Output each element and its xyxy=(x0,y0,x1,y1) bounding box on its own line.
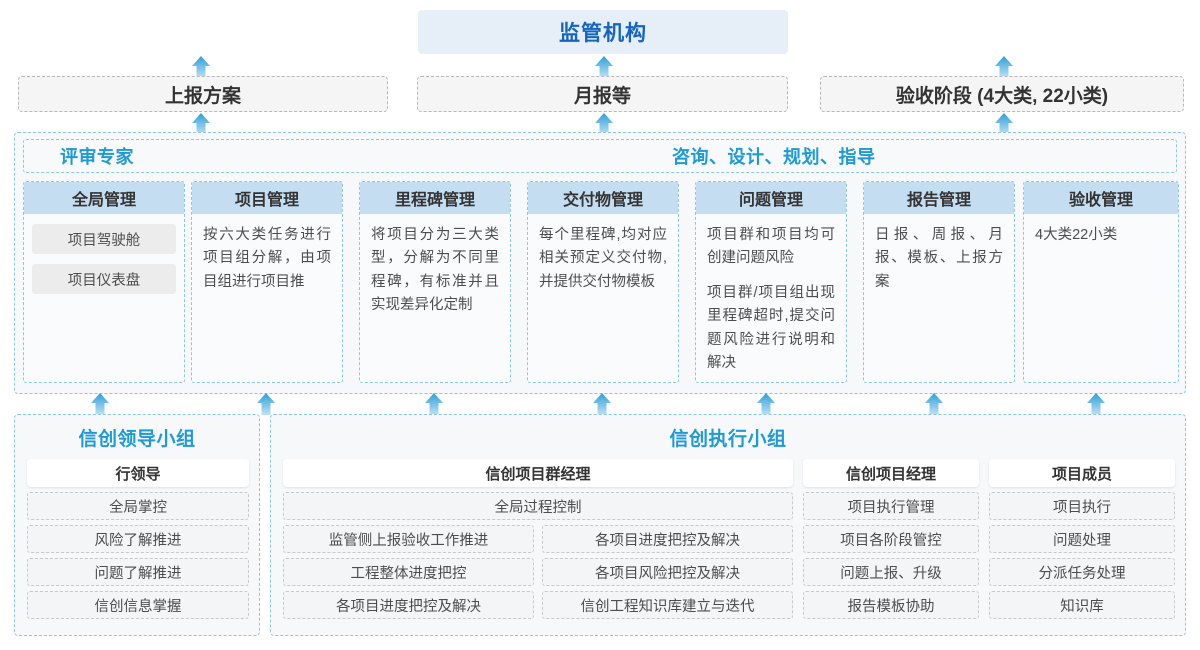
column-body: 按六大类任务进行项目组分解，由项目组进行项目推 xyxy=(192,214,342,302)
role-column-program-manager: 信创项目群经理 全局过程控制 监管侧上报验收工作推进 各项目进度把控及解决 工程… xyxy=(283,459,793,619)
task-row: 各项目进度把控及解决 信创工程知识库建立与迭代 xyxy=(283,586,793,619)
pill-item[interactable]: 项目驾驶舱 xyxy=(32,224,176,254)
role-column-project-manager: 信创项目经理 项目执行管理 项目各阶段管控 问题上报、升级 报告模板协助 xyxy=(803,459,979,619)
arrow-up-icon xyxy=(256,392,276,416)
arrow-up-icon xyxy=(90,392,110,416)
role-column-bank-leader: 行领导 全局掌控 风险了解推进 问题了解推进 信创信息掌握 xyxy=(27,459,249,619)
column-paragraph: 项目群/项目组出现里程碑超时,提交问题风险进行说明和解决 xyxy=(707,284,835,372)
task-item[interactable]: 各项目风险把控及解决 xyxy=(542,558,793,586)
task-item[interactable]: 信创工程知识库建立与迭代 xyxy=(542,591,793,619)
column-body: 4大类22小类 xyxy=(1024,214,1178,255)
task-item[interactable]: 项目执行 xyxy=(989,492,1175,520)
role-title[interactable]: 行领导 xyxy=(27,459,249,487)
column-body: 项目群和项目均可创建问题风险 项目群/项目组出现里程碑超时,提交问题风险进行说明… xyxy=(696,214,846,382)
column-title: 交付物管理 xyxy=(528,182,678,214)
column-body: 项目驾驶舱 项目仪表盘 xyxy=(24,224,184,294)
review-experts-label: 评审专家 xyxy=(60,147,134,167)
column-paragraph: 日报、周报、月报、模板、上报方案 xyxy=(875,227,1003,290)
task-item[interactable]: 信创信息掌握 xyxy=(27,591,249,619)
column-title: 全局管理 xyxy=(24,182,184,214)
management-column-global[interactable]: 全局管理 项目驾驶舱 项目仪表盘 xyxy=(23,181,185,383)
arrow-up-icon xyxy=(424,392,444,416)
leadership-group-title: 信创领导小组 xyxy=(78,429,196,450)
column-body: 将项目分为三大类型，分解为不同里程碑，有标准并且实现差异化定制 xyxy=(360,214,510,326)
task-row: 监管侧上报验收工作推进 各项目进度把控及解决 xyxy=(283,520,793,553)
role-title[interactable]: 信创项目群经理 xyxy=(283,459,793,487)
report-box-plan[interactable]: 上报方案 xyxy=(18,76,388,112)
column-title: 验收管理 xyxy=(1024,182,1178,214)
report-box-monthly[interactable]: 月报等 xyxy=(417,76,788,112)
task-item[interactable]: 项目各阶段管控 xyxy=(803,525,979,553)
task-item[interactable]: 问题了解推进 xyxy=(27,558,249,586)
report-box-acceptance[interactable]: 验收阶段 (4大类, 22小类) xyxy=(820,76,1184,112)
task-item[interactable]: 全局过程控制 xyxy=(283,492,793,520)
consulting-label: 咨询、设计、规划、指导 xyxy=(672,147,876,167)
management-column-issue[interactable]: 问题管理 项目群和项目均可创建问题风险 项目群/项目组出现里程碑超时,提交问题风… xyxy=(695,181,847,383)
task-item[interactable]: 全局掌控 xyxy=(27,492,249,520)
management-panel: 评审专家 咨询、设计、规划、指导 全局管理 项目驾驶舱 项目仪表盘 项目管理 按… xyxy=(14,132,1186,394)
role-column-project-member: 项目成员 项目执行 问题处理 分派任务处理 知识库 xyxy=(989,459,1175,619)
column-title: 问题管理 xyxy=(696,182,846,214)
leadership-group-panel: 信创领导小组 行领导 全局掌控 风险了解推进 问题了解推进 信创信息掌握 xyxy=(14,414,260,636)
pill-item[interactable]: 项目仪表盘 xyxy=(32,264,176,294)
arrow-up-icon xyxy=(924,392,944,416)
management-column-acceptance[interactable]: 验收管理 4大类22小类 xyxy=(1023,181,1179,383)
column-paragraph: 将项目分为三大类型，分解为不同里程碑，有标准并且实现差异化定制 xyxy=(371,227,499,314)
column-body: 日报、周报、月报、模板、上报方案 xyxy=(864,214,1014,302)
management-column-project[interactable]: 项目管理 按六大类任务进行项目组分解，由项目组进行项目推 xyxy=(191,181,343,383)
task-item[interactable]: 问题处理 xyxy=(989,525,1175,553)
arrow-up-icon xyxy=(592,392,612,416)
arrow-up-icon xyxy=(1086,392,1106,416)
management-column-deliverable[interactable]: 交付物管理 每个里程碑,均对应相关预定义交付物,并提供交付物模板 xyxy=(527,181,679,383)
task-item[interactable]: 各项目进度把控及解决 xyxy=(542,525,793,553)
task-item[interactable]: 风险了解推进 xyxy=(27,525,249,553)
task-item[interactable]: 分派任务处理 xyxy=(989,558,1175,586)
task-item[interactable]: 各项目进度把控及解决 xyxy=(283,591,534,619)
column-title: 报告管理 xyxy=(864,182,1014,214)
management-column-report[interactable]: 报告管理 日报、周报、月报、模板、上报方案 xyxy=(863,181,1015,383)
management-column-milestone[interactable]: 里程碑管理 将项目分为三大类型，分解为不同里程碑，有标准并且实现差异化定制 xyxy=(359,181,511,383)
role-title[interactable]: 项目成员 xyxy=(989,459,1175,487)
task-item[interactable]: 报告模板协助 xyxy=(803,591,979,619)
column-paragraph: 项目群和项目均可创建问题风险 xyxy=(707,227,835,267)
role-title[interactable]: 信创项目经理 xyxy=(803,459,979,487)
arrow-up-icon xyxy=(756,392,776,416)
task-item[interactable]: 工程整体进度把控 xyxy=(283,558,534,586)
execution-group-panel: 信创执行小组 信创项目群经理 全局过程控制 监管侧上报验收工作推进 各项目进度把… xyxy=(270,414,1186,636)
column-body: 每个里程碑,均对应相关预定义交付物,并提供交付物模板 xyxy=(528,214,678,302)
column-title: 里程碑管理 xyxy=(360,182,510,214)
execution-group-title: 信创执行小组 xyxy=(669,429,787,450)
task-item[interactable]: 项目执行管理 xyxy=(803,492,979,520)
task-item[interactable]: 知识库 xyxy=(989,591,1175,619)
task-item[interactable]: 问题上报、升级 xyxy=(803,558,979,586)
column-paragraph: 按六大类任务进行项目组分解，由项目组进行项目推 xyxy=(203,227,331,290)
column-paragraph: 4大类22小类 xyxy=(1035,227,1118,243)
management-panel-header: 评审专家 咨询、设计、规划、指导 xyxy=(23,139,1177,173)
column-paragraph: 每个里程碑,均对应相关预定义交付物,并提供交付物模板 xyxy=(539,227,667,290)
regulator-box: 监管机构 xyxy=(418,10,788,54)
task-row: 工程整体进度把控 各项目风险把控及解决 xyxy=(283,553,793,586)
column-title: 项目管理 xyxy=(192,182,342,214)
task-item[interactable]: 监管侧上报验收工作推进 xyxy=(283,525,534,553)
